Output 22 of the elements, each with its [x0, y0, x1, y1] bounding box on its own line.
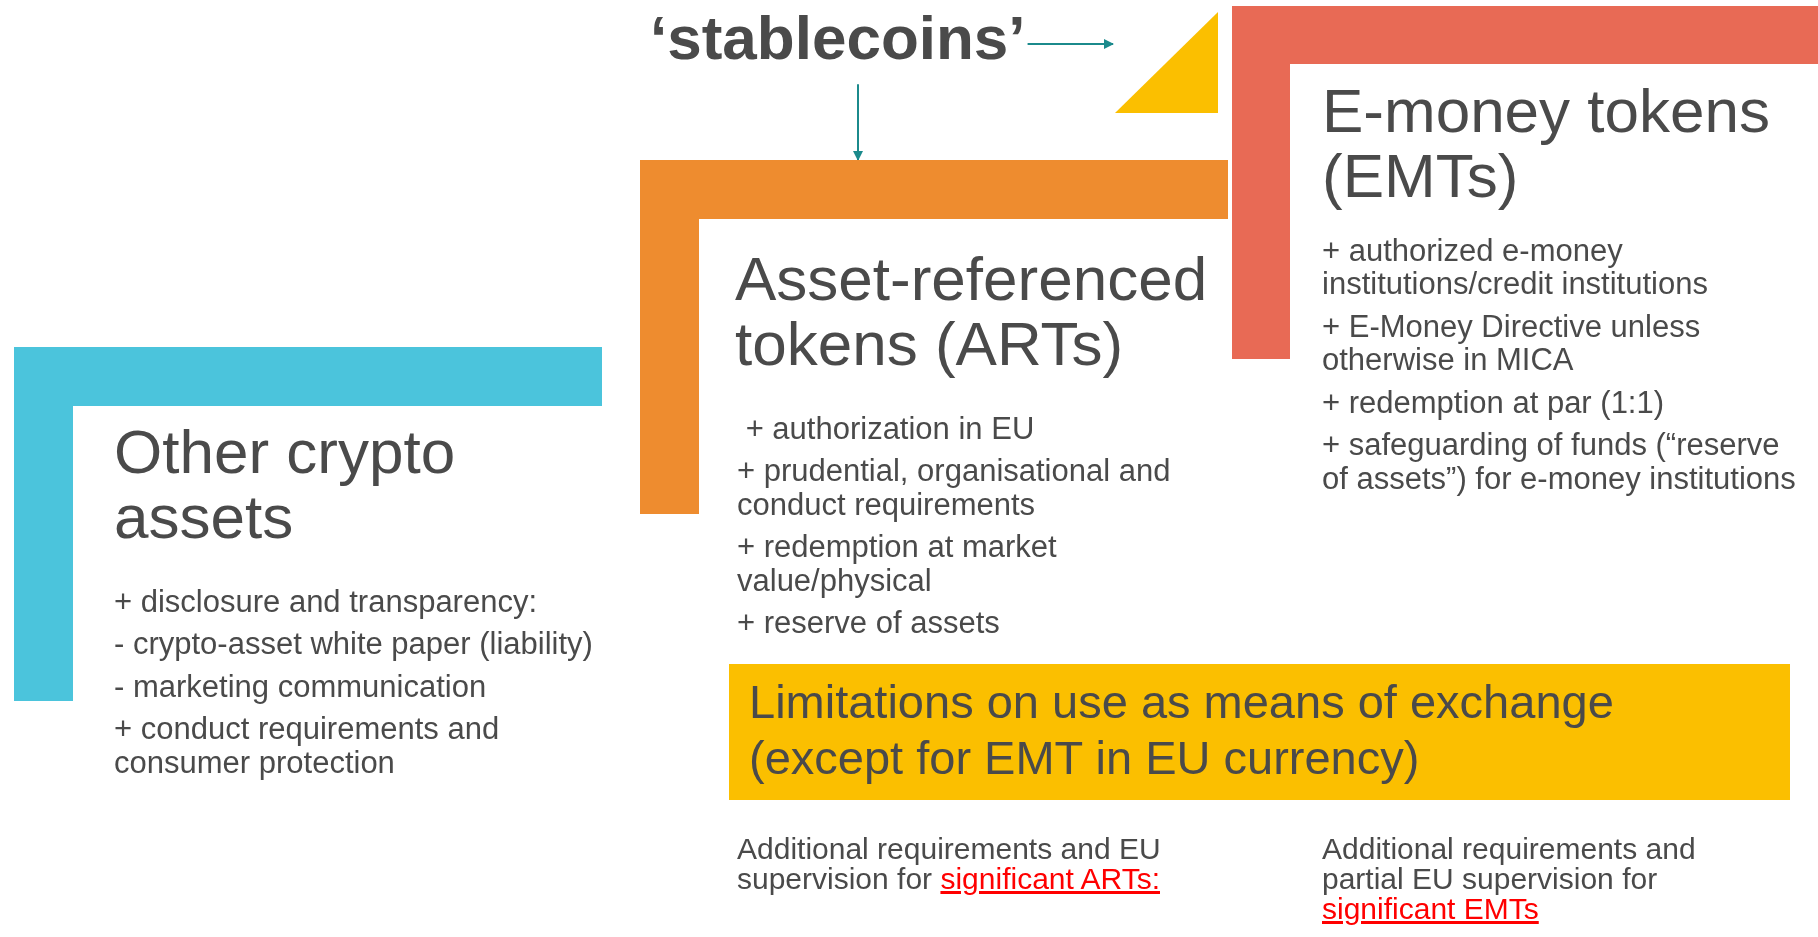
- link: significant ARTs:: [940, 862, 1160, 895]
- bullet-text: + disclosure and transparency:: [114, 585, 539, 619]
- note-text: Additional requirements and EU supervision for significant ARTs:: [737, 834, 1162, 894]
- bullet-text: + safeguarding of funds (“reserve of assets”) for e-money institutions: [1322, 428, 1797, 496]
- heading: Other crypto assets: [114, 419, 457, 550]
- highlight-band: Limitations on use as means of exchange (except for EMT in EU currency): [729, 664, 1790, 800]
- bullet-text: + reserve of assets: [737, 606, 1001, 640]
- arrow: [1026, 39, 1114, 49]
- arrow: [853, 83, 863, 161]
- bullet-text: + redemption at par (1:1): [1322, 385, 1666, 420]
- heading: E-money tokens (EMTs): [1322, 78, 1771, 209]
- bullet-text: - marketing communication: [114, 669, 488, 704]
- heading: ‘stablecoins’: [650, 4, 1026, 73]
- bullet-text: + authorized e-money institutions/credit institutions: [1322, 234, 1709, 301]
- bullet-text: + conduct requirements and consumer protection: [114, 712, 501, 780]
- heading: Asset-referenced tokens (ARTs): [735, 246, 1209, 377]
- bullet-text: + prudential, organisational and conduct requirements: [737, 454, 1172, 522]
- bullet-text: + redemption at market value/physical: [737, 530, 1058, 598]
- note-text: Additional requirements and partial EU supervision for significant EMTs: [1322, 834, 1697, 924]
- bullet-text: + E-Money Directive unless otherwise in MICA: [1322, 309, 1702, 377]
- bullet-text: + authorization in EU: [744, 412, 1036, 446]
- bullet-text: - crypto-asset white paper (liability): [114, 627, 594, 661]
